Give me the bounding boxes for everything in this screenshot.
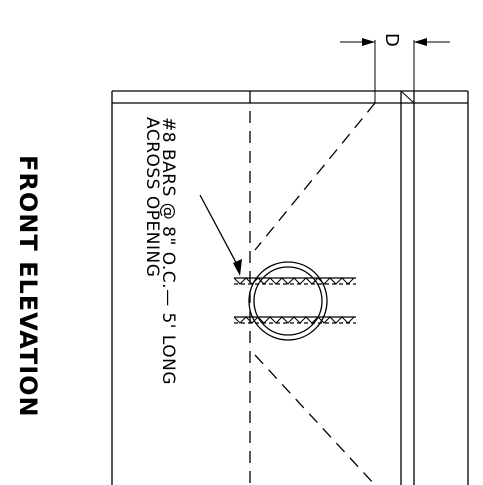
drawing-title: FRONT ELEVATION [14,155,42,418]
upper-diagonal [254,102,376,251]
rebar-note-line2: ACROSS OPENING [142,117,162,277]
circular-opening [248,261,328,341]
lower-diagonal [254,354,376,485]
dimension-label: D [381,33,402,47]
note-leader-arrow [199,194,242,276]
dimension-d: D [340,33,450,103]
reinforcing-bars [233,277,356,324]
rebar-note-line1: #8 BARS @ 8" O.C.— 5' LONG [158,117,178,385]
wall-outline [111,90,469,485]
